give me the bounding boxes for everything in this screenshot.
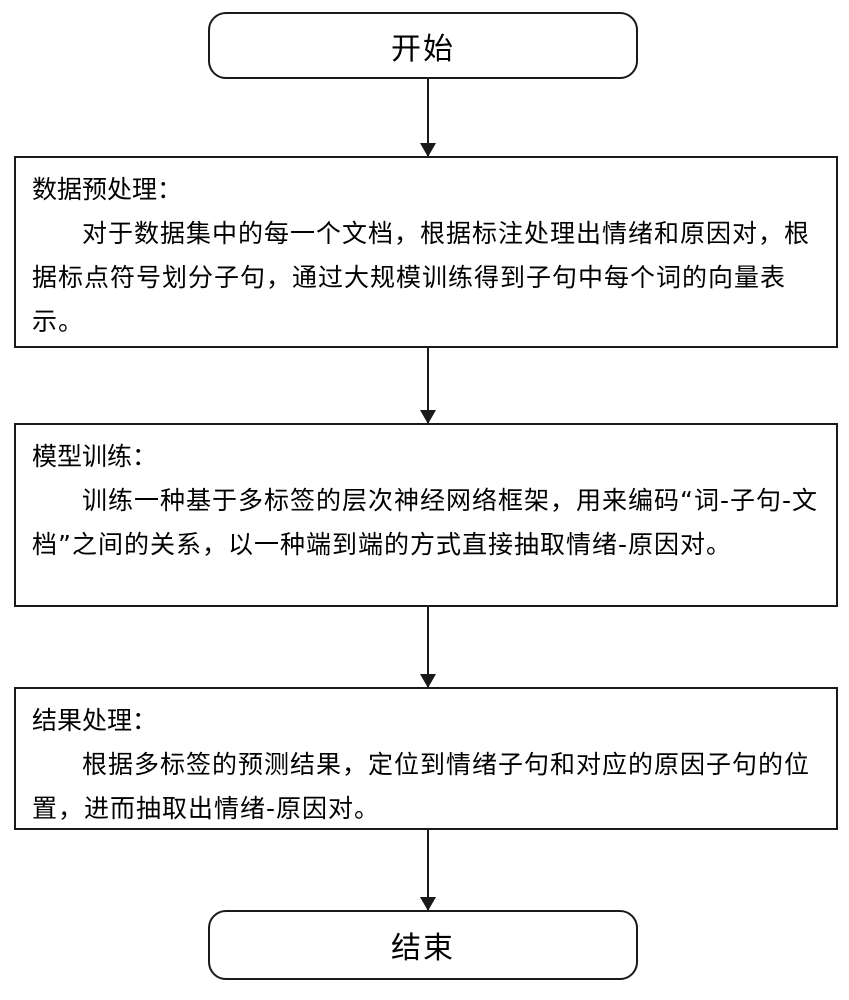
arrowhead-icon bbox=[420, 410, 436, 424]
step-model-training: 模型训练： 训练一种基于多标签的层次神经网络框架，用来编码“词-子句-文档”之间… bbox=[14, 423, 838, 607]
step-description: 训练一种基于多标签的层次神经网络框架，用来编码“词-子句-文档”之间的关系，以一… bbox=[32, 479, 820, 567]
start-node: 开始 bbox=[208, 12, 638, 79]
arrowhead-icon bbox=[420, 674, 436, 688]
step-title: 数据预处理： bbox=[32, 168, 820, 212]
end-node: 结束 bbox=[208, 910, 638, 980]
step-title: 结果处理： bbox=[32, 699, 820, 743]
arrowhead-icon bbox=[420, 897, 436, 911]
arrow-start-to-step1 bbox=[427, 79, 429, 156]
arrow-step3-to-end bbox=[427, 830, 429, 910]
step-result-processing: 结果处理： 根据多标签的预测结果，定位到情绪子句和对应的原因子句的位置，进而抽取… bbox=[14, 687, 838, 830]
step-description: 对于数据集中的每一个文档，根据标注处理出情绪和原因对，根据标点符号划分子句，通过… bbox=[32, 212, 820, 344]
step-title: 模型训练： bbox=[32, 435, 820, 479]
start-label: 开始 bbox=[391, 24, 455, 68]
arrow-step1-to-step2 bbox=[427, 348, 429, 423]
arrow-step2-to-step3 bbox=[427, 607, 429, 687]
arrowhead-icon bbox=[420, 143, 436, 157]
step-data-preprocessing: 数据预处理： 对于数据集中的每一个文档，根据标注处理出情绪和原因对，根据标点符号… bbox=[14, 156, 838, 348]
step-description: 根据多标签的预测结果，定位到情绪子句和对应的原因子句的位置，进而抽取出情绪-原因… bbox=[32, 743, 820, 831]
end-label: 结束 bbox=[391, 923, 455, 967]
